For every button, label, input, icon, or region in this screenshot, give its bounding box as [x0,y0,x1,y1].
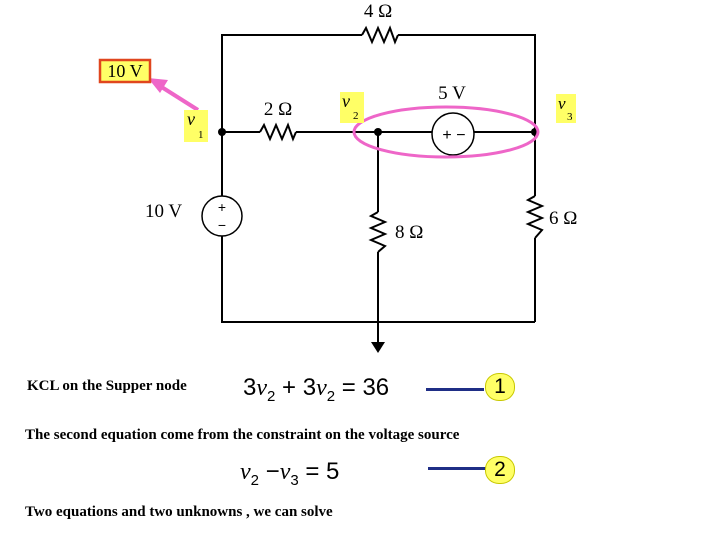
resistor-6ohm-symbol [525,195,545,239]
pink-arrow [148,78,200,112]
supernode-ellipse [352,105,540,159]
resistor-2ohm-symbol [259,122,297,142]
eq2-var-1: v [240,459,251,485]
node-v3-letter: v [558,94,566,113]
node-v3-sub: 3 [567,111,573,123]
top-wire-right [398,34,536,196]
constraint-caption: The second equation come from the constr… [25,427,460,443]
eq1-var-1: v [256,375,268,401]
top-wire-left [221,34,362,196]
v1-value-text: 10 V [107,61,142,81]
equation-2-number: 2 [485,456,515,484]
node-dot-v2 [374,128,382,136]
node-v1-letter: v [187,109,195,129]
node-label-v2: v 2 [340,91,364,123]
resistor-6ohm-label: 6 Ω [549,208,577,229]
node-v1-sub: 1 [198,129,204,141]
eq1-coef-2: 3 [302,374,317,401]
middle-source-polarity: + − [442,127,465,144]
equation-1-line [426,388,484,391]
resistor-8ohm-label: 8 Ω [395,222,423,243]
kcl-caption: KCL on the Supper node [27,378,187,394]
eq1-coef-1: 3 [243,374,257,401]
resistor-4ohm-symbol [361,25,399,45]
eq1-equals: = [341,374,356,401]
node-label-v3: v 3 [556,94,576,123]
equation-2: v2 −v3 = 5 [240,458,340,489]
eq1-plus: + [282,374,297,401]
left-source-bottom-wire [221,236,535,323]
middle-source-label: 5 V [438,83,466,104]
resistor-4ohm-label: 4 Ω [364,1,392,22]
eq1-sub-1: 2 [267,388,276,405]
svg-text:+: + [218,199,226,215]
wires [221,34,536,342]
ground-symbol [371,342,385,353]
equation-2-line [428,467,486,470]
conclusion-caption: Two equations and two unknowns , we can … [25,504,333,520]
v1-value-box: 10 V [98,58,152,84]
equation-1: 3v2 + 3v2 = 36 [243,374,390,405]
eq1-var-2: v [316,375,327,401]
left-source-label: 10 V [145,201,182,222]
eq2-rhs: 5 [326,458,340,485]
node-v2-sub: 2 [353,110,359,122]
eq1-sub-2: 2 [326,388,336,405]
node-dot-v1 [218,128,226,136]
resistor-2ohm-label: 2 Ω [264,99,292,120]
middle-voltage-source: + − [431,112,475,156]
eq2-sub-2: 3 [290,472,299,489]
node-label-v1: v 1 [184,109,208,142]
resistor-8ohm-symbol [368,211,388,253]
left-voltage-source: + − [201,195,243,237]
eq2-equals: = [305,458,320,485]
node-v2-letter: v [342,91,350,111]
svg-text:−: − [218,217,226,233]
eq2-minus: − [265,458,280,485]
equation-1-number: 1 [485,373,515,401]
eq1-rhs: 36 [362,374,390,401]
eq2-var-2: v [279,459,291,485]
eq2-sub-1: 2 [250,472,259,489]
